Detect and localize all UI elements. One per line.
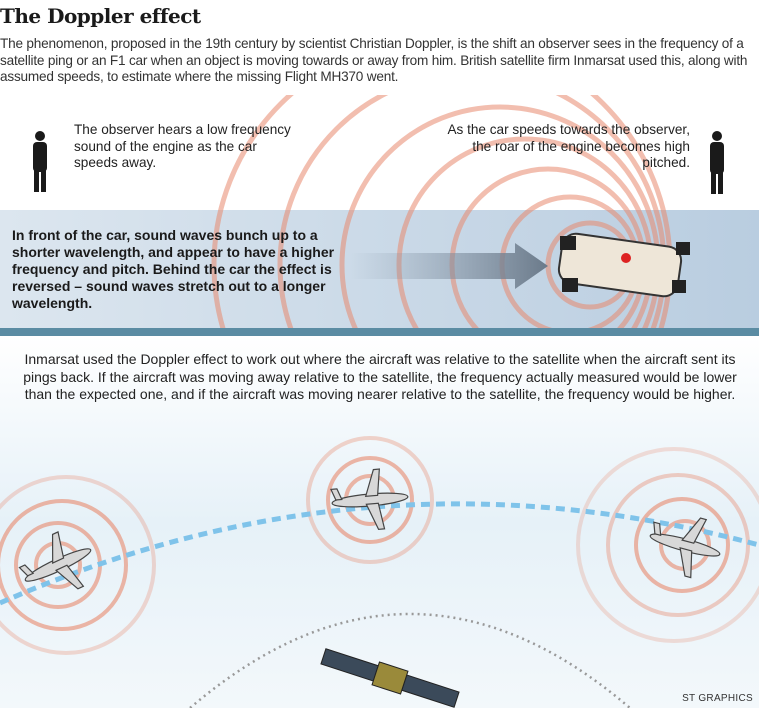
aircraft-icon	[18, 531, 92, 590]
credit: ST GRAPHICS	[682, 693, 753, 704]
satellite-caption: Inmarsat used the Doppler effect to work…	[23, 351, 737, 402]
observer-right-caption: As the car speeds towards the observer, …	[447, 122, 690, 170]
divider-bar	[0, 328, 759, 336]
aircraft-icon	[330, 468, 409, 530]
car-band-caption: In front of the car, sound waves bunch u…	[12, 227, 335, 311]
direction-arrow	[350, 243, 548, 289]
observer-left-caption: The observer hears a low frequency sound…	[74, 122, 291, 170]
flight-path	[0, 501, 759, 606]
page-title: The Doppler effect	[0, 4, 201, 28]
intro-text: The phenomenon, proposed in the 19th cen…	[0, 36, 748, 84]
satellite-icon	[320, 648, 460, 708]
observer-right-icon	[710, 131, 724, 194]
aircraft-signal-waves	[0, 436, 759, 655]
aircraft-icon	[649, 517, 721, 579]
f1-car-icon	[557, 232, 690, 298]
observer-left-icon	[33, 131, 47, 192]
